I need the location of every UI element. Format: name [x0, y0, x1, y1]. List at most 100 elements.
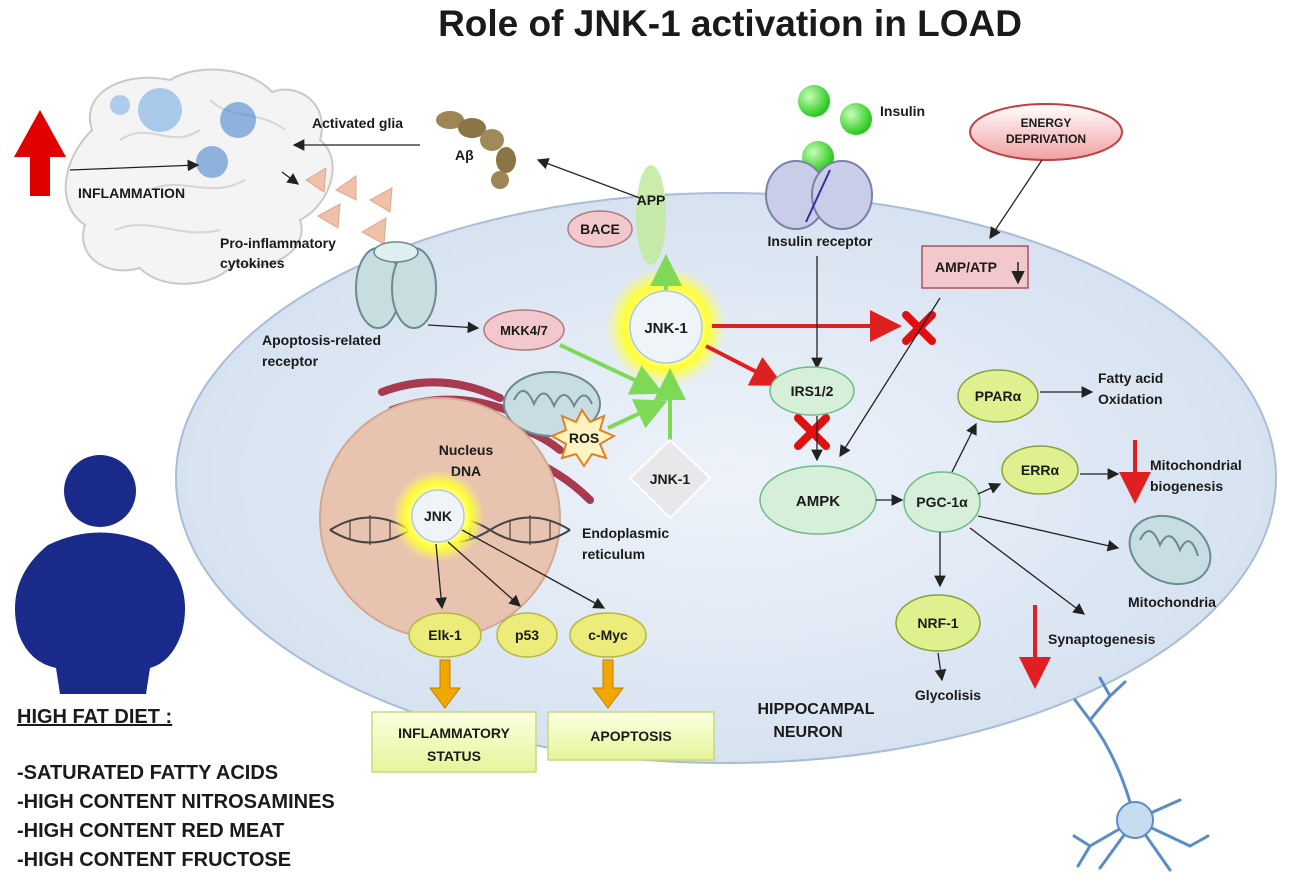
- fatty-acid-label: Fatty acid: [1098, 370, 1163, 386]
- mkk47-label: MKK4/7: [500, 323, 548, 338]
- pgc-to-mito-arrow: [977, 515, 1120, 552]
- activated-glia-cell: [110, 95, 130, 115]
- inflammation-label: INFLAMMATION: [78, 185, 185, 201]
- p53-node: [496, 612, 558, 658]
- erra-label: ERRα: [1021, 462, 1060, 478]
- cytokine-triangles: [305, 167, 393, 245]
- pgc1a-label: PGC-1α: [916, 494, 968, 510]
- apoptosis-receptor-label: Apoptosis-related: [262, 332, 381, 348]
- block-x-icon: [794, 414, 830, 450]
- obese-figure-icon: [14, 455, 186, 694]
- insulin-molecule: [840, 103, 872, 135]
- bace-node: [567, 210, 633, 248]
- mkk-to-jnk1-arrow: [559, 343, 664, 395]
- hippocampal-label: HIPPOCAMPAL: [757, 701, 874, 718]
- cytokines-label: cytokines: [220, 255, 285, 271]
- erra-node: [1001, 445, 1079, 495]
- diet-heading: HIGH FAT DIET :: [17, 706, 172, 728]
- pgc1a-node: [903, 471, 981, 533]
- inflammatory-label: INFLAMMATORY: [398, 725, 510, 741]
- energy-deprivation-node: [969, 103, 1123, 161]
- app-to-abeta-arrow: [536, 158, 641, 199]
- glycolisis-label: Glycolisis: [915, 687, 981, 703]
- er-label: Endoplasmic: [582, 525, 669, 541]
- diet-item: -HIGH CONTENT FRUCTOSE: [17, 849, 291, 871]
- insulin-receptor-label: Insulin receptor: [767, 233, 873, 249]
- increase-arrow-icon: [14, 110, 66, 196]
- diet-item: -SATURATED FATTY ACIDS: [17, 762, 278, 784]
- ros-to-jnk1-arrow: [607, 399, 668, 430]
- jnk-to-cmyc-arrow: [461, 529, 606, 609]
- amyloid-beta-aggregate: [436, 111, 516, 189]
- er-label-2: reticulum: [582, 546, 645, 562]
- abeta-label: Aβ: [455, 147, 474, 163]
- jnk-label: JNK: [424, 508, 452, 524]
- synaptogenesis-label: Synaptogenesis: [1048, 631, 1156, 647]
- bace-label: BACE: [580, 221, 620, 237]
- orange-arrow-icon: [429, 659, 461, 709]
- diagram-title: Role of JNK-1 activation in LOAD: [438, 3, 1022, 44]
- jnk1-main-node: [629, 290, 703, 364]
- mkk47-node: [483, 309, 565, 351]
- nrf1-node: [895, 594, 981, 652]
- jnk-node: [411, 489, 465, 543]
- activated-glia-cell: [220, 102, 256, 138]
- mitochondria-label: Mitochondria: [1128, 594, 1216, 610]
- activated-glia-cell: [196, 146, 228, 178]
- energy-to-amp-arrow: [989, 159, 1043, 240]
- pgc-to-synapto-arrow: [969, 527, 1086, 615]
- ros-label: ROS: [569, 430, 599, 446]
- ppara-label: PPARα: [975, 388, 1022, 404]
- insulin-receptor-icon: [765, 160, 873, 230]
- neuron-soma-icon: [1116, 801, 1154, 839]
- neuron-label: NEURON: [773, 724, 842, 741]
- apoptosis-label: APOPTOSIS: [590, 728, 671, 744]
- insulin-label: Insulin: [880, 103, 925, 119]
- jnk1-secondary-label: JNK-1: [650, 471, 691, 487]
- ppara-node: [957, 369, 1039, 423]
- block-x-icon: [902, 311, 936, 345]
- status-label: STATUS: [427, 748, 481, 764]
- jnk1-to-irs-inhibit-arrow: [705, 344, 784, 386]
- apoptosis-receptor-icon: [355, 241, 437, 329]
- pgc-to-err-arrow: [977, 482, 1002, 495]
- app-label: APP: [637, 192, 666, 208]
- app-node: [636, 165, 666, 265]
- jnk-to-elk1-arrow: [435, 543, 447, 610]
- amp-atp-box: [921, 245, 1029, 289]
- elk1-node: [408, 612, 482, 658]
- nrf1-label: NRF-1: [917, 615, 958, 631]
- inflammation-arrow: [69, 159, 200, 172]
- diet-item: -HIGH CONTENT NITROSAMINES: [17, 791, 335, 813]
- pgc-to-ppar-arrow: [951, 422, 977, 473]
- receptor-to-mkk-arrow: [427, 321, 480, 334]
- irs12-label: IRS1/2: [791, 383, 834, 399]
- p53-label: p53: [515, 627, 539, 643]
- inflammatory-status-box: [371, 711, 537, 773]
- amp-atp-label: AMP/ATP: [935, 259, 997, 275]
- glia-to-cytokine-arrow: [281, 171, 300, 185]
- energy-label: ENERGY: [1021, 116, 1072, 130]
- orange-arrow-icon: [592, 659, 624, 709]
- activated-glia-cell: [138, 88, 182, 132]
- pro-inflammatory-label: Pro-inflammatory: [220, 235, 336, 251]
- mito-bio-label-2: biogenesis: [1150, 478, 1223, 494]
- jnk1-main-label: JNK-1: [644, 320, 687, 337]
- mitochondria-icon: [1128, 514, 1212, 586]
- receptor-label: receptor: [262, 353, 319, 369]
- nucleus-label: Nucleus: [439, 442, 494, 458]
- apoptosis-box: [547, 711, 715, 761]
- amp-to-ampk-arrow: [839, 297, 941, 458]
- neuron-icon: [1072, 676, 1210, 872]
- cmyc-node: [569, 612, 647, 658]
- ros-burst-icon: [549, 408, 617, 468]
- jnk1-secondary-node: [628, 438, 712, 520]
- activated-glia-label: Activated glia: [312, 115, 403, 131]
- elk1-label: Elk-1: [428, 627, 462, 643]
- nrf-to-glycolisis-arrow: [934, 652, 947, 682]
- oxidation-label: Oxidation: [1098, 391, 1163, 407]
- deprivation-label: DEPRIVATION: [1006, 132, 1086, 146]
- insulin-molecule: [798, 85, 830, 117]
- cmyc-label: c-Myc: [588, 627, 628, 643]
